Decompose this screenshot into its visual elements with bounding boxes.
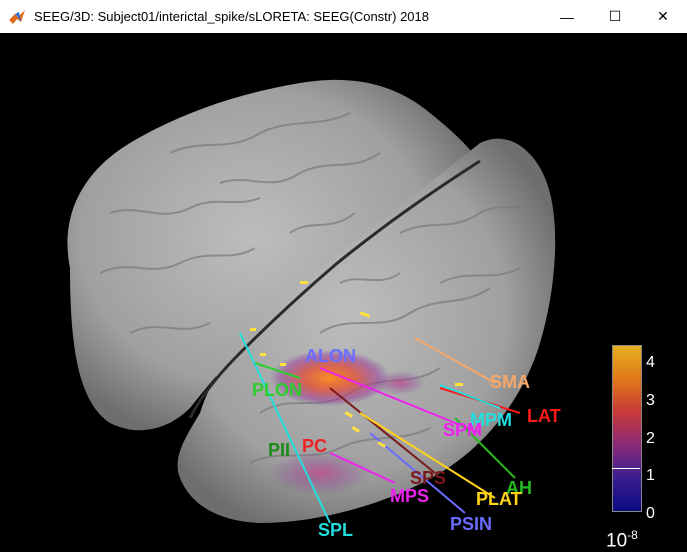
left-hemisphere — [67, 79, 480, 431]
activation-blob-small — [375, 371, 425, 395]
colorbar-tick-4: 4 — [646, 354, 655, 371]
electrode-label-sma: SMA — [490, 372, 530, 392]
activation-blob-main — [270, 350, 390, 406]
brain-surface-render[interactable] — [0, 33, 687, 552]
title-bar: SEEG/3D: Subject01/interictal_spike/sLOR… — [0, 0, 687, 33]
electrode-label-lat: LAT — [527, 406, 561, 426]
colorbar-tick-2: 2 — [646, 430, 655, 447]
electrode-label-spl: SPL — [318, 520, 354, 540]
electrode-label-sps: SPS — [410, 468, 447, 488]
electrode-label-mpm: MPM — [470, 410, 512, 430]
interhemispheric-fissure — [188, 159, 481, 419]
close-icon: ✕ — [657, 8, 669, 24]
maximize-icon: ☐ — [608, 8, 622, 24]
colorbar-exponent: 10-8 — [606, 528, 638, 552]
right-hemisphere — [177, 138, 556, 523]
electrode-trajectories — [239, 332, 521, 524]
electrode-label-mps: MPS — [390, 486, 430, 506]
electrode-label-pii: PII — [268, 440, 291, 460]
colorbar-tick-0: 0 — [646, 505, 655, 522]
minimize-icon: — — [560, 8, 574, 25]
electrode-label-alon: ALON — [305, 346, 356, 366]
colorbar-tick-3: 3 — [646, 392, 655, 409]
exponent-power: -8 — [627, 528, 638, 542]
activation-blob-secondary — [270, 451, 370, 495]
colorbar-tick-1: 1 — [646, 467, 655, 484]
exponent-base: 10 — [606, 530, 628, 552]
matlab-app-icon — [9, 9, 25, 24]
colorbar[interactable] — [612, 345, 642, 512]
electrode-label-plat: PLAT — [476, 489, 522, 509]
electrode-label-spm: SPM — [443, 420, 483, 440]
3d-viewport[interactable]: ALON SMA PLON LAT MPM SPM PII PC SPS AH … — [0, 33, 687, 552]
maximize-button[interactable]: ☐ — [591, 0, 639, 33]
electrode-label-psin: PSIN — [450, 514, 493, 534]
electrode-label-ah: AH — [506, 478, 532, 498]
window-title: SEEG/3D: Subject01/interictal_spike/sLOR… — [34, 9, 429, 24]
minimize-button[interactable]: — — [543, 0, 591, 33]
electrode-label-pc: PC — [302, 436, 328, 456]
window-controls: — ☐ ✕ — [543, 0, 687, 33]
electrode-label-plon: PLON — [252, 380, 303, 400]
close-button[interactable]: ✕ — [639, 0, 687, 33]
colorbar-threshold-marker[interactable] — [612, 468, 640, 469]
